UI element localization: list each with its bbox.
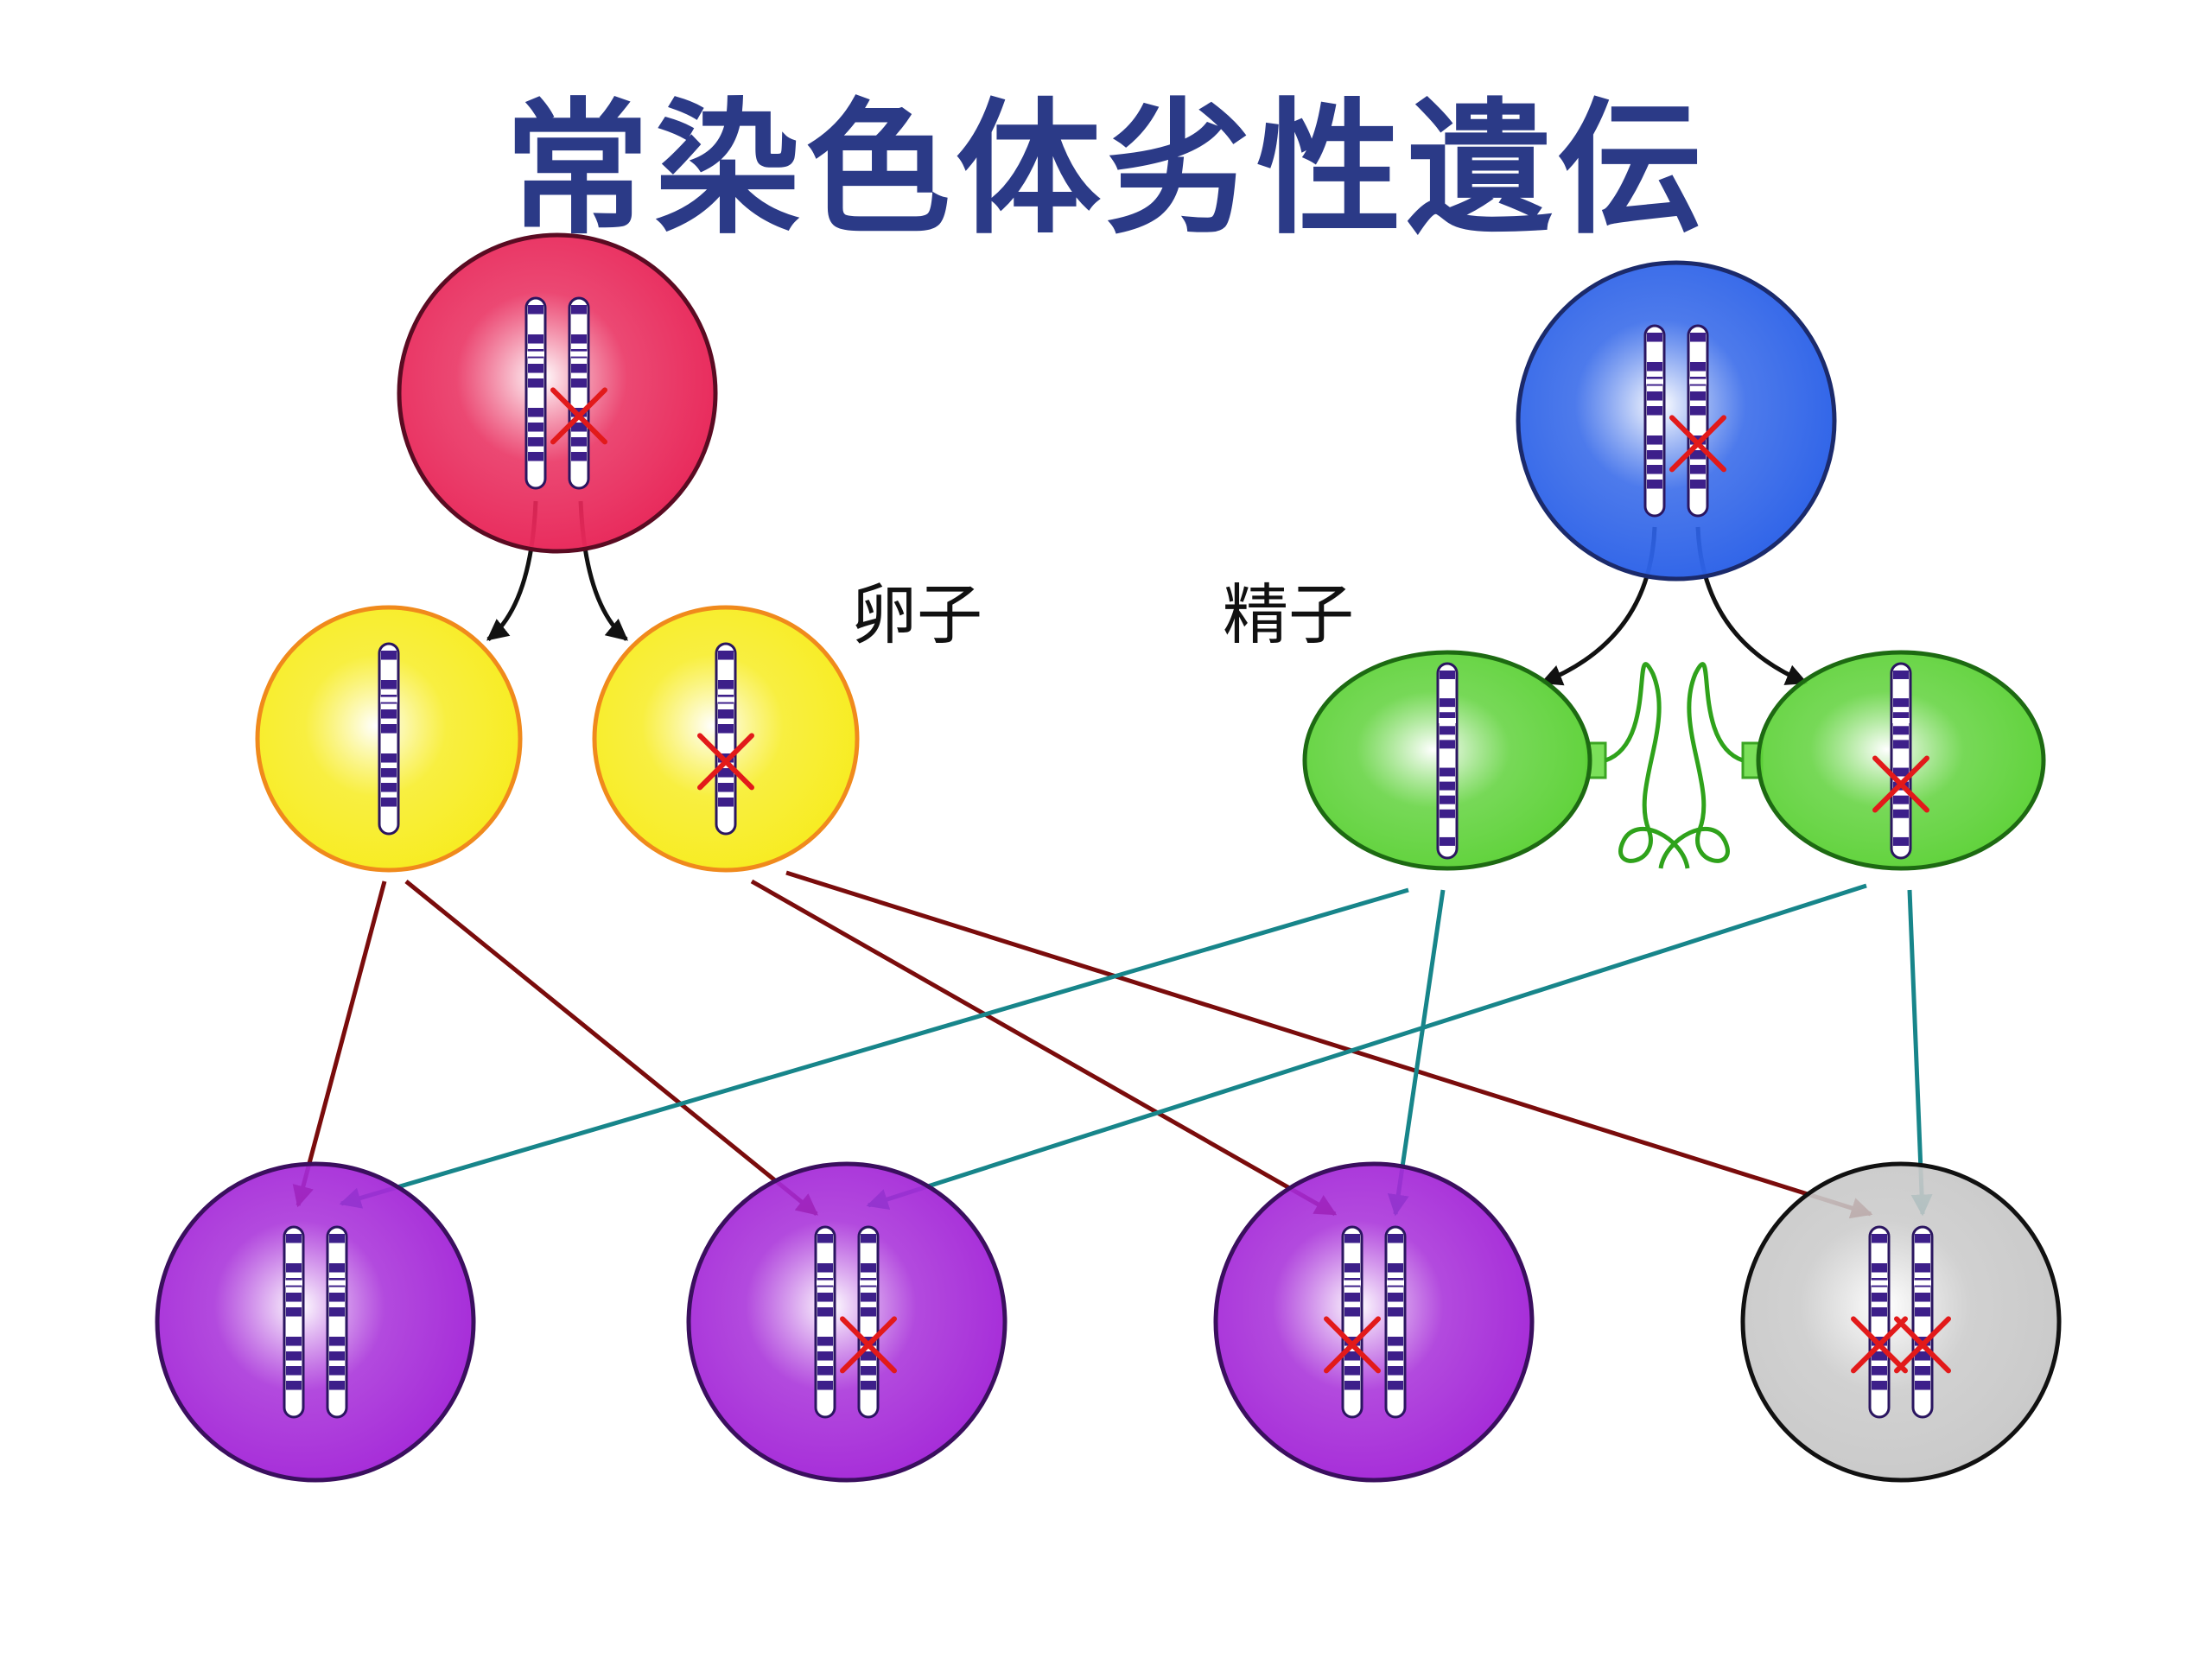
- chromosome: [814, 1225, 836, 1419]
- chromosome: [1894, 1225, 1951, 1419]
- arrows: [292, 500, 1933, 1219]
- arrow-egg-mutant-to-child-4: [785, 870, 1873, 1219]
- mutation-mark: [1872, 755, 1929, 813]
- mutation-mark: [1894, 1316, 1951, 1374]
- cell-child-4: [1740, 1161, 2062, 1483]
- chromosome: [524, 296, 547, 490]
- child-body: [155, 1161, 476, 1483]
- cell-child-1: [155, 1161, 476, 1483]
- cell-egg-normal: [255, 605, 523, 873]
- arrow-sperm-normal-to-child-1: [339, 887, 1409, 1209]
- chromosome: [1851, 1225, 1908, 1419]
- chromosome: [1436, 662, 1459, 860]
- mutation-mark: [1324, 1316, 1381, 1374]
- cell-egg-mutant: [592, 605, 860, 873]
- arrow-egg-normal-to-child-1: [292, 880, 387, 1208]
- arrow-sperm-normal-to-child-3: [1387, 889, 1446, 1217]
- chromosome: [840, 1225, 897, 1419]
- chromosome: [1669, 324, 1726, 518]
- chromosome: [1643, 324, 1666, 518]
- arrow-egg-mutant-to-child-3: [750, 879, 1338, 1217]
- mutation-mark: [840, 1316, 897, 1374]
- chromosome: [1324, 1225, 1381, 1419]
- page-title: 常染色体劣性遺伝: [505, 85, 1707, 254]
- cell-mother: [397, 232, 718, 554]
- cell-sperm-normal: [1302, 650, 1690, 871]
- chromosome: [326, 1225, 348, 1419]
- mutation-mark: [1851, 1316, 1908, 1374]
- arrow-egg-normal-to-child-2: [404, 880, 818, 1216]
- mutation-mark: [697, 733, 754, 791]
- arrow-sperm-mutant-to-child-2: [866, 883, 1867, 1211]
- mutation-mark: [550, 387, 607, 445]
- chromosome: [550, 296, 607, 490]
- arrow-sperm-mutant-to-child-4: [1907, 889, 1933, 1217]
- cell-father: [1516, 260, 1837, 582]
- chromosome: [1872, 662, 1929, 860]
- cell-sperm-mutant: [1658, 650, 2046, 871]
- cell-child-2: [686, 1161, 1007, 1483]
- mutation-mark: [1669, 415, 1726, 473]
- chromosome: [378, 642, 400, 836]
- chromosome: [697, 642, 754, 836]
- sperm-tail: [1658, 662, 1764, 869]
- chromosome: [283, 1225, 305, 1419]
- sperm-tail: [1585, 662, 1690, 869]
- cell-child-3: [1213, 1161, 1535, 1483]
- chromosome: [1384, 1225, 1407, 1419]
- label-egg: 卵子: [851, 576, 982, 653]
- label-sperm: 精子: [1223, 576, 1354, 653]
